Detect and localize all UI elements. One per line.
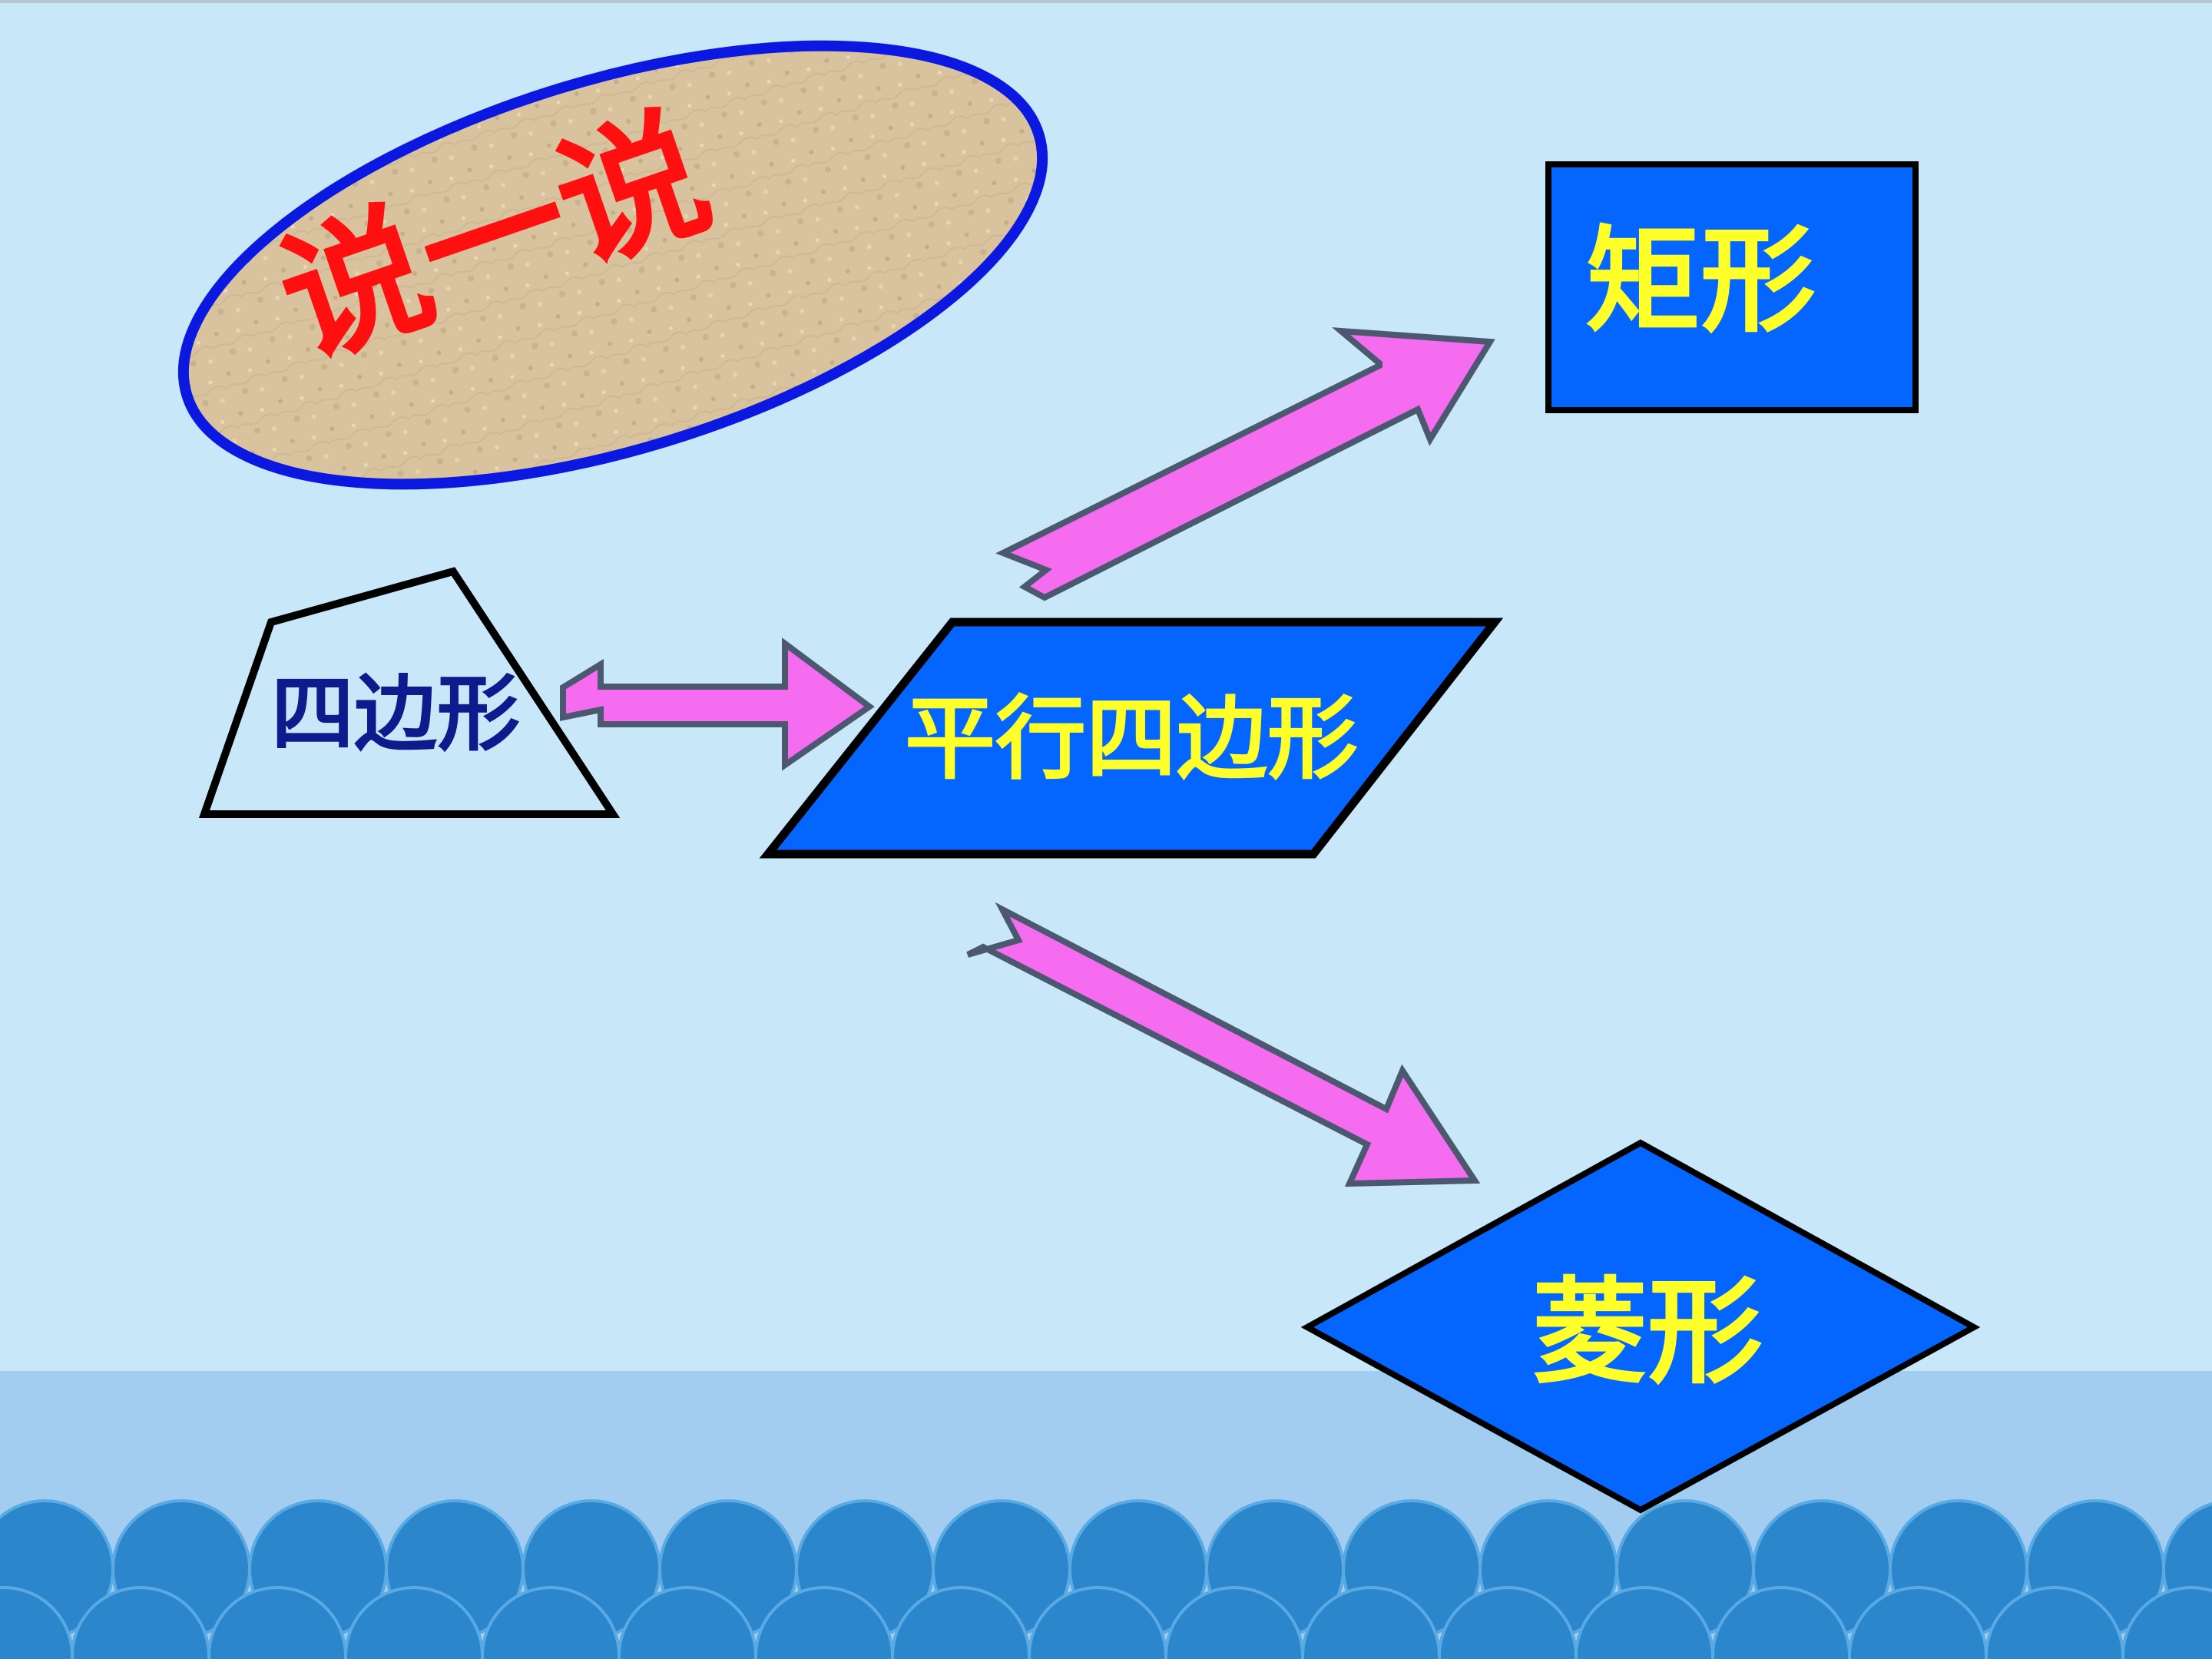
parallelogram-label: 平行四边形 [905,686,1358,792]
arrow-parallelogram-to-rhombus-shape [966,902,1481,1187]
rectangle-outline [1545,161,1919,413]
arrow-parallelogram-to-rectangle-shape [995,327,1495,601]
parallelogram-outline [759,618,1504,859]
rhombus-shape: 菱形 [1300,1139,1981,1514]
quadrilateral-outline [198,567,621,818]
rectangle-label: 矩形 [1585,215,1816,349]
quadrilateral-label: 四边形 [271,667,520,763]
wave-pattern [0,1499,2212,1659]
parallelogram-shape: 平行四边形 [759,618,1504,859]
badge-ellipse [177,40,1048,490]
rhombus-label: 菱形 [1532,1267,1763,1400]
wave-arc [2121,1586,2212,1659]
arrow-quadrilateral-to-parallelogram [560,637,875,771]
quadrilateral-shape: 四边形 [198,567,621,818]
arrow-parallelogram-to-rectangle [995,327,1495,601]
arrow-quadrilateral-to-parallelogram-shape [560,637,875,771]
rectangle-shape: 矩形 [1545,161,1919,413]
rhombus-outline [1300,1139,1981,1514]
arrow-parallelogram-to-rhombus [966,902,1481,1187]
